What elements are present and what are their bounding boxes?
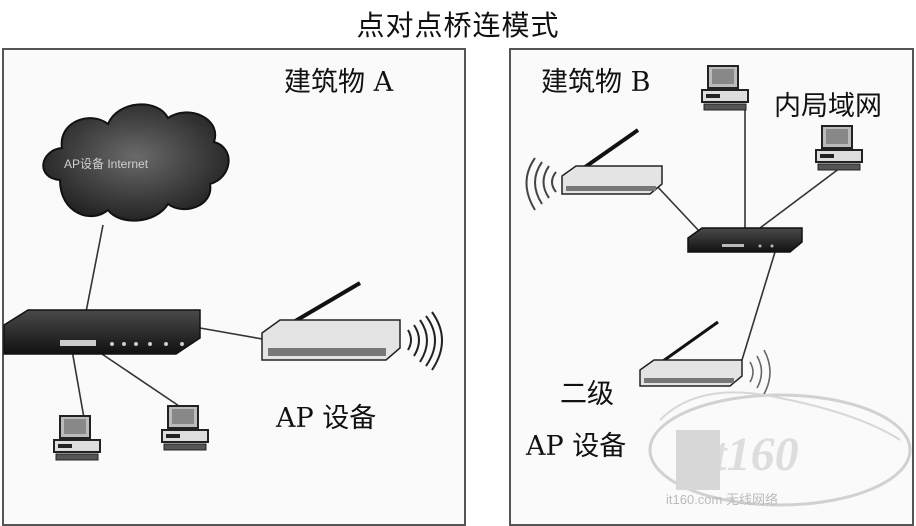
switch-to-pc1-link: [72, 350, 84, 418]
wireless-signal-b-icon: [527, 158, 557, 210]
lan-label: 内局域网: [774, 84, 882, 123]
secondary-ap-label-line1: 二级: [560, 372, 614, 411]
access-point-b-icon: [562, 130, 662, 194]
switch-b-icon: [688, 228, 802, 252]
switch-to-secondary-ap-link: [742, 252, 775, 360]
wireless-signal-a-icon: [408, 312, 442, 370]
secondary-ap-label-line2: AP 设备: [526, 424, 626, 463]
ap-device-a-label: AP 设备: [276, 396, 376, 435]
watermark-logo: it160 it160.com 无线网络: [650, 392, 910, 507]
pc-b1-icon: [702, 66, 748, 110]
watermark-text: it160.com 无线网络: [666, 492, 778, 507]
router-icon: [4, 310, 200, 354]
pc-b2-to-switch-link: [760, 168, 840, 228]
pc-b2-icon: [816, 126, 862, 170]
internet-cloud-icon: AP设备 Internet: [43, 104, 228, 220]
switch-to-ap-link: [200, 328, 268, 340]
wireless-signal-secondary-icon: [750, 350, 770, 394]
switch-to-pc2-link: [96, 350, 185, 410]
cloud-to-switch-link: [86, 225, 103, 312]
cloud-text: AP设备 Internet: [64, 157, 149, 171]
pc-a2-icon: [162, 406, 208, 450]
secondary-access-point-icon: [640, 322, 742, 386]
pc-a1-icon: [54, 416, 100, 460]
building-b-label: 建筑物 B: [541, 60, 650, 99]
ap-b-to-switch-link: [655, 184, 700, 232]
access-point-a-icon: [262, 283, 400, 360]
building-a-label: 建筑物 A: [284, 60, 393, 99]
